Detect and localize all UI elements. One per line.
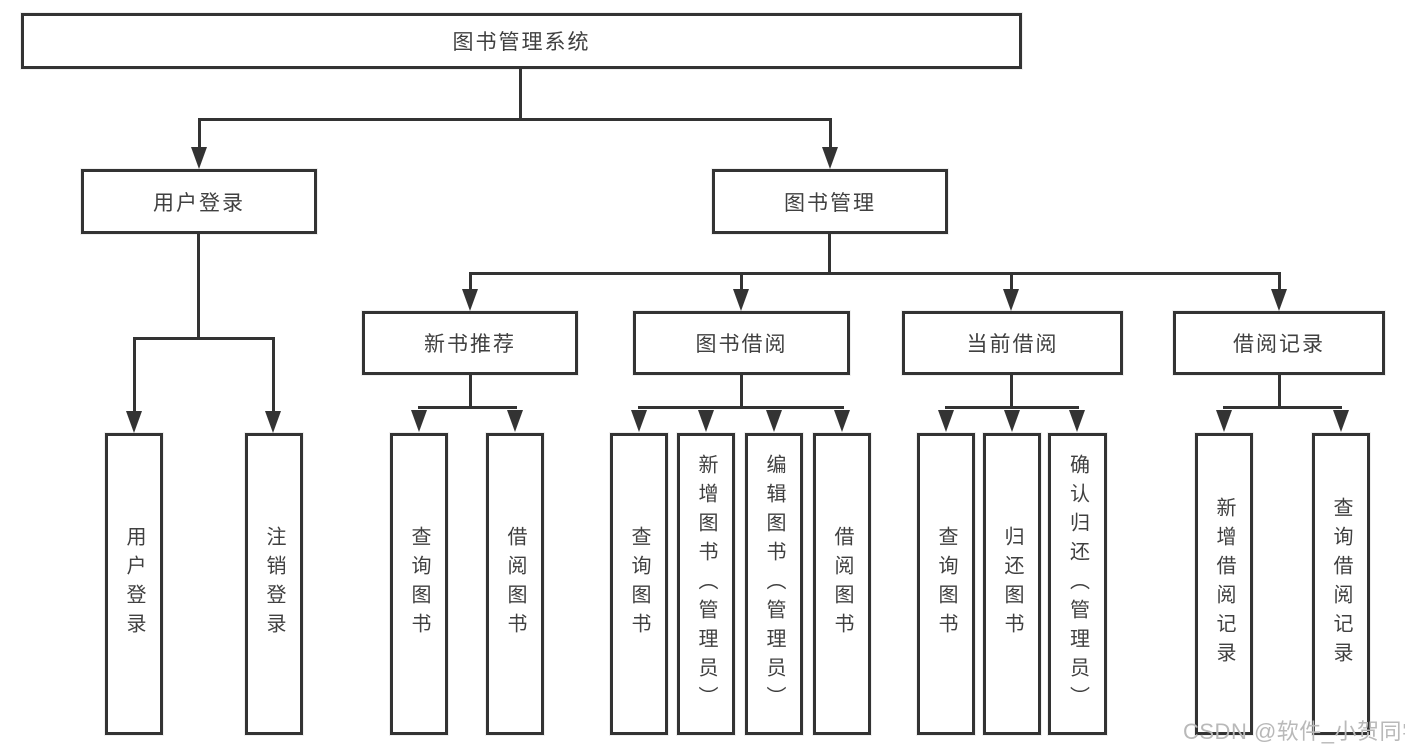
leaf-query-books-borrowing-label: 查询图书	[628, 526, 650, 642]
leaf-add-borrow-record-label: 新增借阅记录	[1213, 497, 1235, 671]
connector-line	[197, 234, 200, 337]
connector-line	[1278, 272, 1281, 289]
watermark: CSDN @软件_小贺同学	[1183, 719, 1405, 744]
leaf-query-books-recommend-label: 查询图书	[408, 526, 430, 642]
leaf-query-books-borrowing: 查询图书	[610, 433, 668, 735]
node-borrowing-records: 借阅记录	[1173, 311, 1385, 375]
arrow-down-icon	[507, 410, 523, 432]
arrow-down-icon	[126, 411, 142, 433]
connector-line	[828, 234, 831, 272]
node-book-management-label: 图书管理	[784, 191, 876, 215]
connector-line	[198, 118, 832, 121]
node-current-borrowing: 当前借阅	[902, 311, 1123, 375]
leaf-borrow-books-borrowing-label: 借阅图书	[831, 526, 853, 642]
leaf-confirm-return-admin-label: 确认归还（管理员）	[1066, 453, 1089, 715]
node-new-book-recommend: 新书推荐	[362, 311, 578, 375]
connector-line	[829, 118, 832, 147]
leaf-return-books: 归还图书	[983, 433, 1041, 735]
leaf-query-books-recommend: 查询图书	[390, 433, 448, 735]
connector-line	[418, 406, 517, 409]
connector-line	[638, 406, 844, 409]
leaf-return-books-label: 归还图书	[1001, 526, 1023, 642]
leaf-logout-label: 注销登录	[263, 526, 285, 642]
node-user-login: 用户登录	[81, 169, 317, 234]
arrow-down-icon	[698, 410, 714, 432]
leaf-user-login-label: 用户登录	[123, 526, 145, 642]
leaf-borrow-books-recommend: 借阅图书	[486, 433, 544, 735]
leaf-logout: 注销登录	[245, 433, 303, 735]
connector-line	[1010, 272, 1013, 289]
arrow-down-icon	[411, 410, 427, 432]
arrow-down-icon	[191, 147, 207, 169]
connector-line	[1010, 375, 1013, 406]
leaf-query-borrow-record-label: 查询借阅记录	[1330, 497, 1352, 671]
connector-line	[740, 375, 743, 406]
node-user-login-label: 用户登录	[153, 191, 245, 215]
leaf-add-book-admin-label: 新增图书（管理员）	[695, 453, 717, 715]
connector-line	[272, 337, 275, 411]
arrow-down-icon	[265, 411, 281, 433]
connector-line	[133, 337, 136, 411]
arrow-down-icon	[822, 147, 838, 169]
arrow-down-icon	[733, 289, 749, 311]
arrow-down-icon	[938, 410, 954, 432]
connector-line	[469, 375, 472, 406]
node-new-book-recommend-label: 新书推荐	[424, 333, 516, 356]
connector-line	[133, 337, 275, 340]
node-root-label: 图书管理系统	[452, 31, 591, 54]
arrow-down-icon	[462, 289, 478, 311]
connector-line	[1223, 406, 1342, 409]
arrow-down-icon	[1271, 289, 1287, 311]
arrow-down-icon	[1333, 410, 1349, 432]
connector-line	[945, 406, 1079, 409]
leaf-query-books-current: 查询图书	[917, 433, 975, 735]
leaf-query-books-current-label: 查询图书	[935, 526, 957, 642]
arrow-down-icon	[766, 410, 782, 432]
connector-line	[740, 272, 743, 289]
node-borrowing-records-label: 借阅记录	[1233, 333, 1325, 356]
leaf-user-login: 用户登录	[105, 433, 163, 735]
connector-line	[198, 118, 201, 147]
arrow-down-icon	[1216, 410, 1232, 432]
arrow-down-icon	[1004, 410, 1020, 432]
leaf-confirm-return-admin: 确认归还（管理员）	[1048, 433, 1107, 735]
arrow-down-icon	[631, 410, 647, 432]
leaf-add-book-admin: 新增图书（管理员）	[677, 433, 735, 735]
connector-line	[1278, 375, 1281, 406]
leaf-edit-book-admin: 编辑图书（管理员）	[745, 433, 803, 735]
arrow-down-icon	[1069, 410, 1085, 432]
node-current-borrowing-label: 当前借阅	[966, 333, 1059, 356]
leaf-edit-book-admin-label: 编辑图书（管理员）	[763, 453, 785, 715]
leaf-borrow-books-borrowing: 借阅图书	[813, 433, 871, 735]
arrow-down-icon	[834, 410, 850, 432]
connector-line	[519, 69, 522, 118]
leaf-borrow-books-recommend-label: 借阅图书	[504, 526, 526, 642]
arrow-down-icon	[1003, 289, 1019, 311]
leaf-add-borrow-record: 新增借阅记录	[1195, 433, 1253, 735]
node-book-borrowing: 图书借阅	[633, 311, 850, 375]
connector-line	[469, 272, 1281, 275]
node-root: 图书管理系统	[21, 13, 1022, 69]
leaf-query-borrow-record: 查询借阅记录	[1312, 433, 1370, 735]
node-book-borrowing-label: 图书借阅	[695, 333, 788, 356]
connector-line	[469, 272, 472, 289]
node-book-management: 图书管理	[712, 169, 948, 234]
